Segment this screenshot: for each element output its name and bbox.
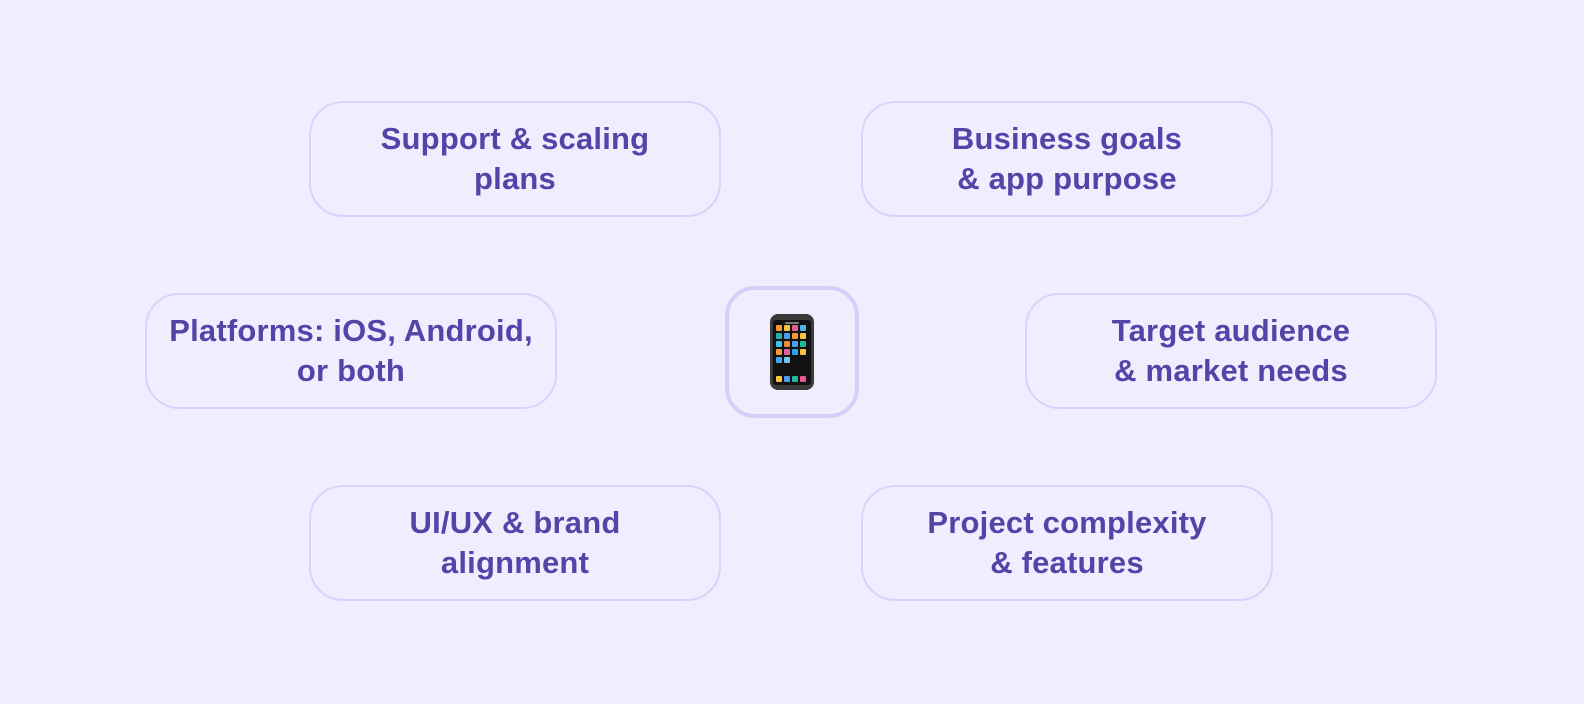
platforms-label: Platforms: iOS, Android, or both [169,313,533,388]
business-goals-label: Business goals & app purpose [951,121,1183,196]
phone-dock [776,376,806,382]
ui-ux-label: UI/UX & brand alignment [409,505,621,580]
platforms-card: Platforms: iOS, Android, or both [145,293,557,409]
mobile-phone-icon [770,314,814,390]
app-grid [776,325,806,363]
center-phone-box [725,286,859,418]
ui-ux-card: UI/UX & brand alignment [309,485,721,601]
project-complexity-card: Project complexity & features [861,485,1273,601]
target-audience-label: Target audience & market needs [1111,313,1351,388]
business-goals-card: Business goals & app purpose [861,101,1273,217]
phone-notch [785,322,799,324]
project-complexity-label: Project complexity & features [927,505,1207,580]
support-scaling-card: Support & scaling plans [309,101,721,217]
support-scaling-label: Support & scaling plans [380,121,650,196]
phone-screen [773,320,811,385]
target-audience-card: Target audience & market needs [1025,293,1437,409]
